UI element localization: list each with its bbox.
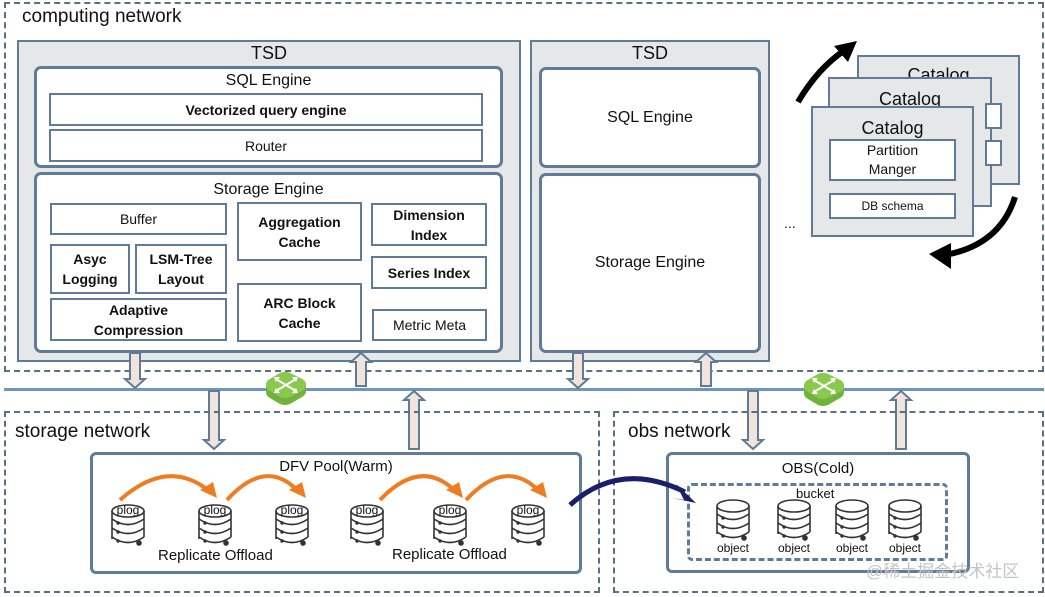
replicate-offload-label-1: Replicate Offload bbox=[158, 547, 273, 564]
lsm-tree-layout: LSM-Tree Layout bbox=[135, 244, 227, 294]
replicate-arrow-icon bbox=[118, 474, 217, 502]
arrow-down-obs bbox=[740, 390, 766, 451]
arrow-up-dfv bbox=[401, 389, 427, 450]
ellipsis: ... bbox=[784, 215, 796, 231]
obs-network-label: obs network bbox=[628, 421, 731, 442]
arrow-up-obs bbox=[888, 389, 914, 450]
dimension-index: Dimension Index bbox=[371, 203, 487, 246]
computing-network-label: computing network bbox=[22, 6, 182, 27]
arrow-up-tsd2 bbox=[693, 351, 719, 387]
computing-network-zone bbox=[4, 2, 1044, 372]
bucket-label: bucket bbox=[796, 486, 835, 501]
sql-engine-secondary: SQL Engine bbox=[539, 67, 761, 168]
catalog-middle-title: Catalog bbox=[878, 89, 942, 109]
dfv-pool: DFV Pool(Warm) bbox=[90, 452, 582, 574]
plog-label: plog bbox=[516, 503, 540, 517]
obs-title: OBS(Cold) bbox=[781, 460, 855, 477]
plog-label: plog bbox=[203, 503, 227, 517]
arrow-down-tsd2 bbox=[565, 352, 591, 390]
obs-network-zone bbox=[613, 411, 1044, 593]
object-label: object bbox=[888, 541, 922, 555]
plog-database-icon bbox=[198, 504, 232, 546]
arrow-up-tsd1 bbox=[348, 351, 374, 387]
router: Router bbox=[49, 129, 483, 162]
watermark: @稀土掘金技术社区 bbox=[866, 562, 1020, 581]
aggregation-cache: Aggregation Cache bbox=[237, 202, 362, 261]
buffer: Buffer bbox=[50, 203, 227, 235]
obs-container: OBS(Cold) bbox=[666, 452, 970, 573]
object-database-icon bbox=[835, 499, 869, 541]
plog-database-icon bbox=[275, 504, 309, 546]
plog-database-icon bbox=[350, 504, 384, 546]
tsd-secondary-title: TSD bbox=[632, 43, 668, 63]
network-switch-icon bbox=[266, 372, 306, 405]
plog-label: plog bbox=[355, 503, 379, 517]
arc-block-cache: ARC Block Cache bbox=[237, 283, 362, 342]
async-logging: Asyc Logging bbox=[50, 244, 130, 294]
partition-manager: Partition Manger bbox=[829, 139, 956, 181]
dfv-pool-title: DFV Pool(Warm) bbox=[279, 458, 393, 475]
storage-engine-secondary-label: Storage Engine bbox=[594, 254, 706, 271]
replicate-arrow-icon bbox=[378, 474, 463, 502]
object-label: object bbox=[716, 541, 750, 555]
plog-label: plog bbox=[438, 503, 462, 517]
adaptive-compression: Adaptive Compression bbox=[50, 298, 227, 341]
object-label: object bbox=[835, 541, 869, 555]
sql-engine-title: SQL Engine bbox=[225, 72, 312, 89]
sql-engine-secondary-label: SQL Engine bbox=[607, 108, 693, 126]
metric-meta: Metric Meta bbox=[372, 309, 487, 341]
plog-label: plog bbox=[280, 503, 304, 517]
replicate-offload-label-2: Replicate Offload bbox=[392, 546, 507, 563]
object-label: object bbox=[777, 541, 811, 555]
series-index: Series Index bbox=[371, 256, 487, 289]
catalog-middle-slot-1 bbox=[985, 103, 1002, 129]
tsd-primary-title: TSD bbox=[251, 43, 287, 63]
replicate-arrow-icon bbox=[225, 474, 306, 502]
arrow-down-dfv bbox=[201, 390, 227, 451]
replicate-arrow-icon bbox=[464, 474, 547, 502]
object-database-icon bbox=[777, 499, 811, 541]
storage-network-zone bbox=[4, 411, 600, 593]
object-database-icon bbox=[888, 499, 922, 541]
catalog-middle-slot-2 bbox=[985, 140, 1002, 166]
storage-engine-title: Storage Engine bbox=[213, 181, 324, 198]
network-switch-icon-2 bbox=[804, 373, 844, 406]
plog-database-icon bbox=[511, 504, 545, 546]
plog-database-icon bbox=[433, 504, 467, 546]
plog-database-icon bbox=[111, 504, 145, 546]
vectorized-query-engine: Vectorized query engine bbox=[49, 93, 483, 126]
arrow-down-tsd1 bbox=[122, 352, 148, 390]
plog-label: plog bbox=[116, 503, 140, 517]
network-backbone-line bbox=[4, 388, 1044, 391]
bucket bbox=[687, 483, 948, 561]
db-schema: DB schema bbox=[829, 193, 956, 219]
catalog-front-title: Catalog bbox=[861, 118, 924, 138]
storage-network-label: storage network bbox=[15, 421, 151, 442]
object-database-icon bbox=[716, 499, 750, 541]
storage-engine-secondary: Storage Engine bbox=[539, 173, 761, 353]
